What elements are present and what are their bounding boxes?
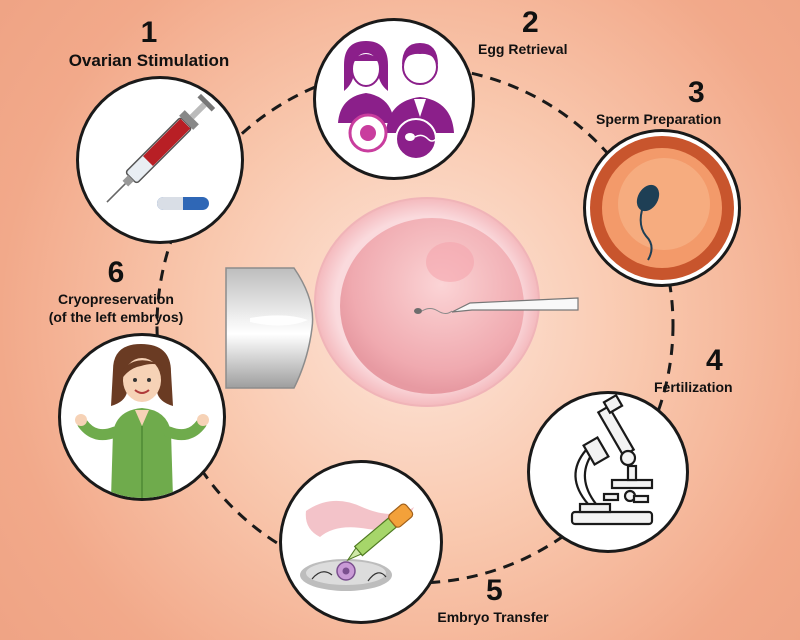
step-3-title: 3 Sperm Preparation bbox=[596, 78, 772, 128]
step-3-number: 3 bbox=[688, 76, 705, 109]
step-2-circle bbox=[313, 18, 475, 180]
step-6-label-line2: (of the left embryos) bbox=[48, 309, 184, 325]
step-1-number: 1 bbox=[140, 16, 158, 49]
step-6-circle bbox=[58, 333, 226, 501]
step-6-title: 6 Cryopreservation (of the left embryos) bbox=[18, 258, 214, 326]
step-5-label: Embryo Transfer bbox=[437, 609, 549, 625]
step-4-title: 4 Fertilization bbox=[654, 346, 764, 396]
step-5-title: 5 Embryo Transfer bbox=[426, 576, 560, 626]
step-3-label: Sperm Preparation bbox=[596, 111, 722, 127]
sperm-in-egg bbox=[414, 308, 422, 314]
step-2-label: Egg Retrieval bbox=[478, 41, 568, 57]
step-4-number: 4 bbox=[706, 344, 723, 377]
step-1-title: 1 Ovarian Stimulation bbox=[40, 18, 258, 70]
step-2-number: 2 bbox=[522, 6, 539, 39]
injection-needle bbox=[451, 297, 579, 313]
step-1-circle bbox=[76, 76, 244, 244]
microscope-icon bbox=[570, 394, 654, 526]
step-6-label-line1: Cryopreservation bbox=[58, 291, 174, 307]
step-6-number: 6 bbox=[107, 256, 125, 289]
step-2-title: 2 Egg Retrieval bbox=[478, 8, 588, 58]
woman-icon bbox=[75, 344, 209, 498]
step-5-circle bbox=[279, 460, 443, 624]
egg-cell bbox=[340, 218, 524, 394]
step-5-number: 5 bbox=[486, 574, 503, 607]
couple-icon bbox=[338, 41, 454, 160]
syringe-icon bbox=[106, 93, 216, 210]
pipette-icon bbox=[300, 500, 414, 591]
step-1-label: Ovarian Stimulation bbox=[68, 51, 230, 70]
sperm-icon bbox=[590, 136, 734, 280]
step-3-circle bbox=[583, 129, 741, 287]
holding-pipette bbox=[225, 267, 314, 389]
step-4-circle bbox=[527, 391, 689, 553]
step-4-label: Fertilization bbox=[654, 379, 733, 395]
